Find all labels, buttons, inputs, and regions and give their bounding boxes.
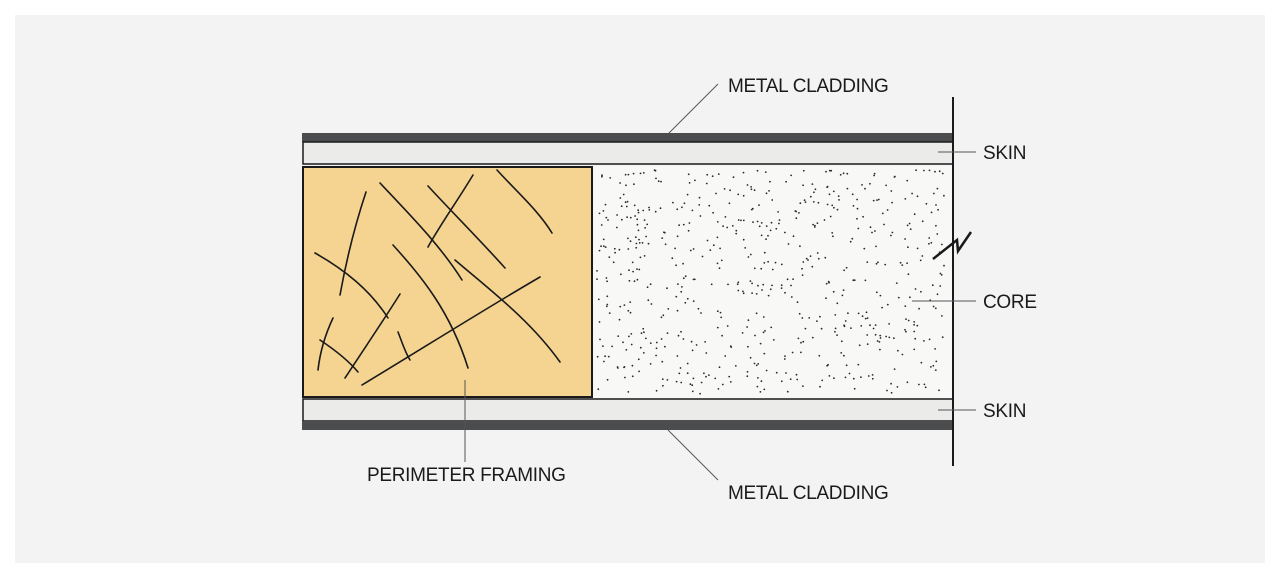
core-stipple xyxy=(596,169,945,395)
label-metal-cladding-bottom: METAL CLADDING xyxy=(728,483,889,504)
perimeter-framing xyxy=(302,166,593,398)
core xyxy=(592,166,953,398)
break-symbol xyxy=(932,231,973,260)
label-core: CORE xyxy=(983,292,1037,313)
label-skin-bottom: SKIN xyxy=(983,401,1026,422)
label-perimeter-framing: PERIMETER FRAMING xyxy=(367,465,566,486)
metal-cladding-bottom xyxy=(302,421,953,430)
label-skin-top: SKIN xyxy=(983,143,1026,164)
skin-bottom xyxy=(302,398,954,422)
leader-lines xyxy=(464,83,976,481)
wood-grain xyxy=(314,169,561,386)
metal-cladding-top xyxy=(302,133,953,142)
skin-top xyxy=(302,141,954,165)
label-metal-cladding-top: METAL CLADDING xyxy=(728,76,889,97)
